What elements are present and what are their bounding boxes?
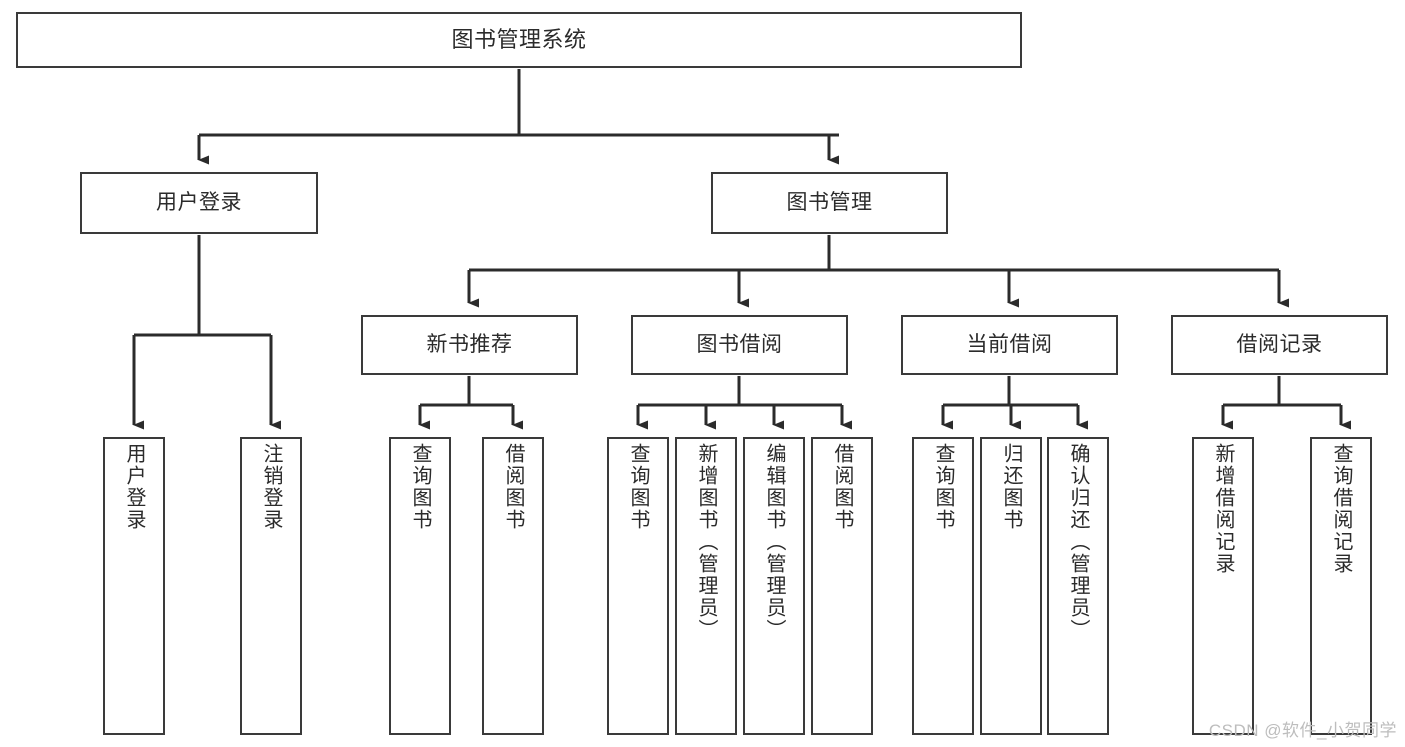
leaf-borrow-book[interactable]: 借阅图书 xyxy=(811,437,873,735)
node-label: 借阅记录 xyxy=(1236,332,1323,356)
node-label: 借阅图书 xyxy=(502,443,524,531)
node-label: 查询图书 xyxy=(409,443,431,531)
node-book-borrowing[interactable]: 图书借阅 xyxy=(631,315,848,375)
leaf-add-borrowing-record[interactable]: 新增借阅记录 xyxy=(1192,437,1254,735)
leaf-return-book[interactable]: 归还图书 xyxy=(980,437,1042,735)
node-label: 新书推荐 xyxy=(426,332,513,356)
node-label: 查询图书 xyxy=(627,443,649,531)
node-label: 查询图书 xyxy=(932,443,954,531)
leaf-add-book-admin[interactable]: 新增图书（管理员） xyxy=(675,437,737,735)
leaf-confirm-return-admin[interactable]: 确认归还（管理员） xyxy=(1047,437,1109,735)
node-label: 用户登录 xyxy=(156,190,242,214)
leaf-logout[interactable]: 注销登录 xyxy=(240,437,302,735)
node-label: 编辑图书（管理员） xyxy=(763,443,785,641)
leaf-query-book-borrowing[interactable]: 查询图书 xyxy=(607,437,669,735)
node-label: 借阅图书 xyxy=(831,443,853,531)
leaf-user-login[interactable]: 用户登录 xyxy=(103,437,165,735)
node-label: 确认归还（管理员） xyxy=(1067,443,1089,641)
node-new-book-recommendation[interactable]: 新书推荐 xyxy=(361,315,578,375)
node-root-book-management-system[interactable]: 图书管理系统 xyxy=(16,12,1022,68)
node-current-borrowing[interactable]: 当前借阅 xyxy=(901,315,1118,375)
node-label: 查询借阅记录 xyxy=(1330,443,1352,575)
leaf-edit-book-admin[interactable]: 编辑图书（管理员） xyxy=(743,437,805,735)
watermark: CSDN @软件_小贺同学 xyxy=(1208,721,1397,740)
node-user-login[interactable]: 用户登录 xyxy=(80,172,318,234)
leaf-query-borrowing-record[interactable]: 查询借阅记录 xyxy=(1310,437,1372,735)
node-label: 新增借阅记录 xyxy=(1212,443,1234,575)
node-label: 注销登录 xyxy=(260,443,282,531)
node-label: 图书管理系统 xyxy=(451,27,587,53)
node-label: 图书管理 xyxy=(786,190,873,214)
leaf-query-book-current[interactable]: 查询图书 xyxy=(912,437,974,735)
node-book-management[interactable]: 图书管理 xyxy=(711,172,948,234)
node-label: 归还图书 xyxy=(1000,443,1022,531)
node-label: 图书借阅 xyxy=(696,332,783,356)
node-label: 新增图书（管理员） xyxy=(695,443,717,641)
leaf-borrow-book-recommendation[interactable]: 借阅图书 xyxy=(482,437,544,735)
leaf-query-book-recommendation[interactable]: 查询图书 xyxy=(389,437,451,735)
node-label: 当前借阅 xyxy=(966,332,1053,356)
node-label: 用户登录 xyxy=(123,443,145,531)
node-borrowing-record[interactable]: 借阅记录 xyxy=(1171,315,1388,375)
